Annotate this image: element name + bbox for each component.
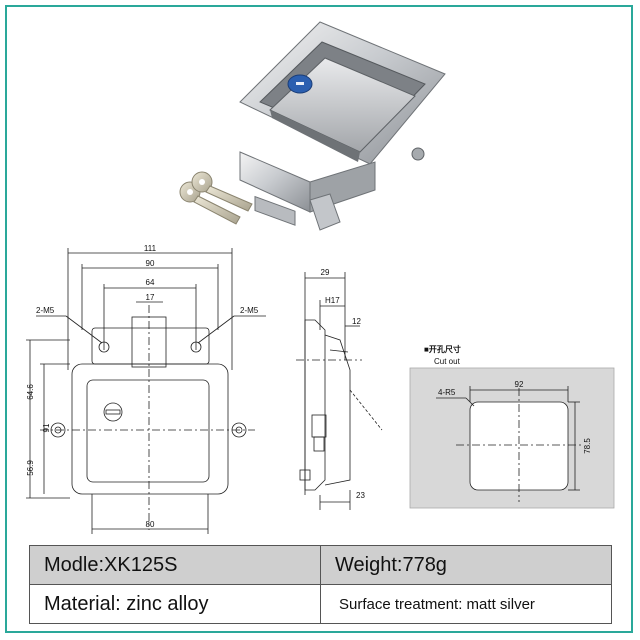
technical-drawing: 111 90 64 17 2-M5 2-M5 64.6 91 56.9 80 2… — [26, 244, 615, 534]
image-frame — [5, 5, 633, 633]
spec-row: Material: zinc alloy Surface treatment: … — [29, 584, 612, 624]
weight-cell: Weight:778g — [320, 545, 612, 585]
dim-17: 17 — [146, 293, 155, 302]
dim-91: 91 — [42, 423, 51, 432]
spec-table: Modle:XK125S Weight:778g Material: zinc … — [29, 545, 612, 624]
keys-icon — [179, 171, 253, 225]
model-cell: Modle:XK125S — [29, 545, 321, 585]
cutout-radius: 4-R5 — [438, 388, 456, 397]
dim-12: 12 — [352, 317, 361, 326]
cutout-title-en: Cut out — [434, 357, 461, 366]
cutout-height: 78.5 — [583, 438, 592, 454]
dim-90: 90 — [146, 259, 155, 268]
dim-64: 64 — [146, 278, 155, 287]
side-view — [296, 272, 383, 510]
hole-label-left: 2-M5 — [36, 306, 55, 315]
dim-56-9: 56.9 — [26, 460, 35, 476]
product-photo — [179, 21, 446, 231]
hole-label-right: 2-M5 — [240, 306, 259, 315]
cutout-width: 92 — [515, 380, 524, 389]
dim-h17: H17 — [325, 296, 340, 305]
front-view — [26, 248, 266, 534]
spec-row: Modle:XK125S Weight:778g — [29, 545, 612, 585]
dim-80: 80 — [146, 520, 155, 529]
cutout-view — [409, 367, 615, 509]
dim-64-6: 64.6 — [26, 384, 35, 400]
dim-29: 29 — [321, 268, 330, 277]
dim-111: 111 — [144, 244, 157, 253]
material-cell: Material: zinc alloy — [29, 584, 321, 624]
dim-23: 23 — [356, 491, 365, 500]
cutout-title-cn: ■开孔尺寸 — [424, 344, 461, 354]
surface-cell: Surface treatment: matt silver — [320, 584, 612, 624]
